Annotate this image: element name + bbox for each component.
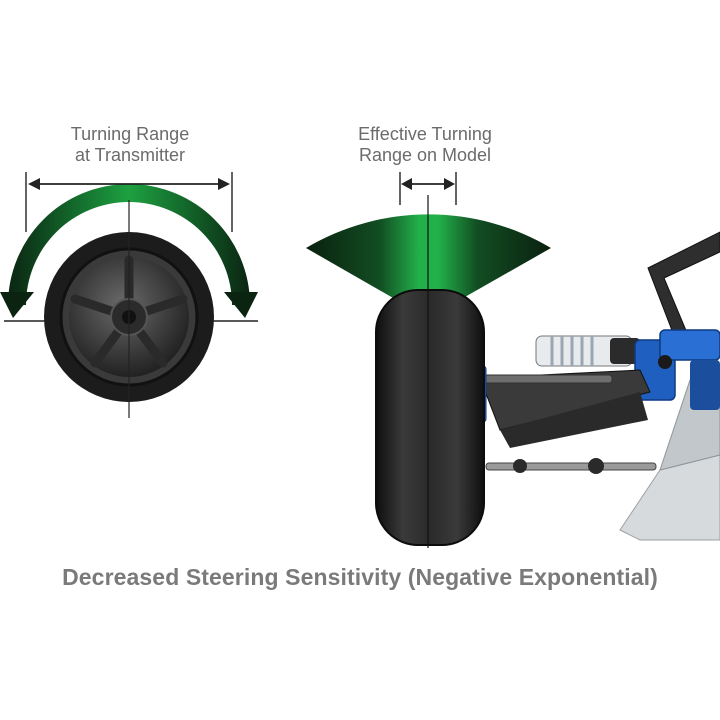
arrow-right-icon [224, 292, 258, 318]
diagram-caption: Decreased Steering Sensitivity (Negative… [62, 564, 658, 590]
model-range-label-line2: Range on Model [358, 145, 492, 165]
car-chassis [469, 231, 720, 541]
transmitter-range-label-line2: at Transmitter [74, 145, 186, 165]
model-range-label: Effective Turning Range on Model [335, 124, 515, 166]
transmitter-range-label: Turning Range at Transmitter [40, 124, 220, 166]
model-tire [375, 289, 485, 546]
transmitter-range-label-line1: Turning Range [70, 124, 190, 144]
model-range-label-line1: Effective Turning [358, 124, 492, 144]
transmitter-range-arc [8, 184, 250, 305]
model-wheel [306, 172, 551, 548]
transmitter-wheel [0, 172, 258, 418]
arrow-left-icon [0, 292, 34, 318]
